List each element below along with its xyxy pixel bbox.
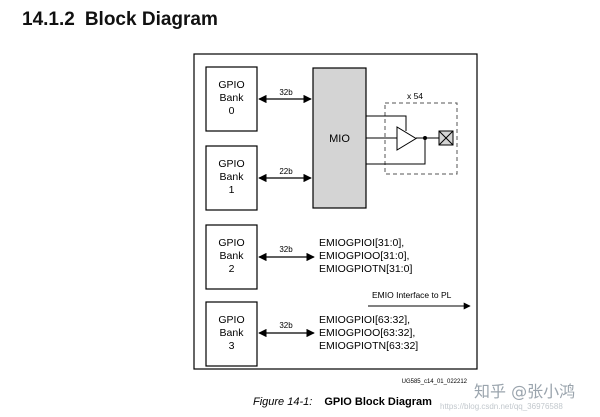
bank-label-line1: GPIO <box>218 158 244 170</box>
bus-width-label: 32b <box>279 245 293 254</box>
figure-number: Figure 14-1: <box>253 396 313 408</box>
gpio-bank-3: GPIO Bank 3 <box>205 301 258 367</box>
figure-caption: Figure 14-1: GPIO Block Diagram <box>253 396 432 408</box>
mio-block <box>312 67 367 209</box>
bank-label-line3: 0 <box>229 105 235 117</box>
input-signal <box>366 138 426 165</box>
mio-label: MIO <box>329 133 350 145</box>
bank-label-line3: 3 <box>229 340 235 352</box>
bank-label-line1: GPIO <box>218 314 244 326</box>
bank-label-line2: Bank <box>220 171 245 183</box>
io-pad-icon <box>438 130 454 146</box>
watermark-url: https://blog.csdn.net/qq_36976588 <box>440 402 563 411</box>
bank-label-line3: 2 <box>229 263 235 275</box>
gpio-bank-2: GPIO Bank 2 <box>205 224 258 290</box>
enable-signal <box>366 115 407 131</box>
emio-signal: EMIOGPIOI[63:32], <box>319 314 410 326</box>
repeat-count: x 54 <box>407 91 423 101</box>
section-number: 14.1.2 <box>22 9 75 30</box>
emio-interface-label: EMIO Interface to PL <box>372 290 452 300</box>
doc-id: UG585_c14_01_022212 <box>402 379 468 385</box>
section-title: Block Diagram <box>84 9 218 30</box>
bank-label-line1: GPIO <box>218 79 244 91</box>
section-heading: 14.1.2 Block Diagram <box>22 9 218 31</box>
tristate-buffer-icon <box>396 126 417 151</box>
bank-label-line1: GPIO <box>218 237 244 249</box>
bus-width-label: 32b <box>279 321 293 330</box>
junction-dot <box>423 136 427 140</box>
emio-signal: EMIOGPIOO[31:0], <box>319 250 409 262</box>
bank-label-line2: Bank <box>220 92 245 104</box>
emio-signal: EMIOGPIOI[31:0], <box>319 237 404 249</box>
bus-width-label: 22b <box>279 167 293 176</box>
io-buffer-group <box>384 102 458 175</box>
gpio-bank-1: GPIO Bank 1 <box>205 145 258 211</box>
bank-label-line3: 1 <box>229 184 235 196</box>
emio-signal: EMIOGPIOTN[63:32] <box>319 340 418 352</box>
bus-width-label: 32b <box>279 88 293 97</box>
diagram-frame <box>193 53 478 370</box>
emio-signal: EMIOGPIOTN[31:0] <box>319 263 412 275</box>
watermark: 知乎 @张小鸿 <box>474 382 576 401</box>
bank-label-line2: Bank <box>220 327 245 339</box>
emio-signal: EMIOGPIOO[63:32], <box>319 327 415 339</box>
figure-title: GPIO Block Diagram <box>324 396 432 408</box>
bank-label-line2: Bank <box>220 250 245 262</box>
gpio-bank-0: GPIO Bank 0 <box>205 66 258 132</box>
